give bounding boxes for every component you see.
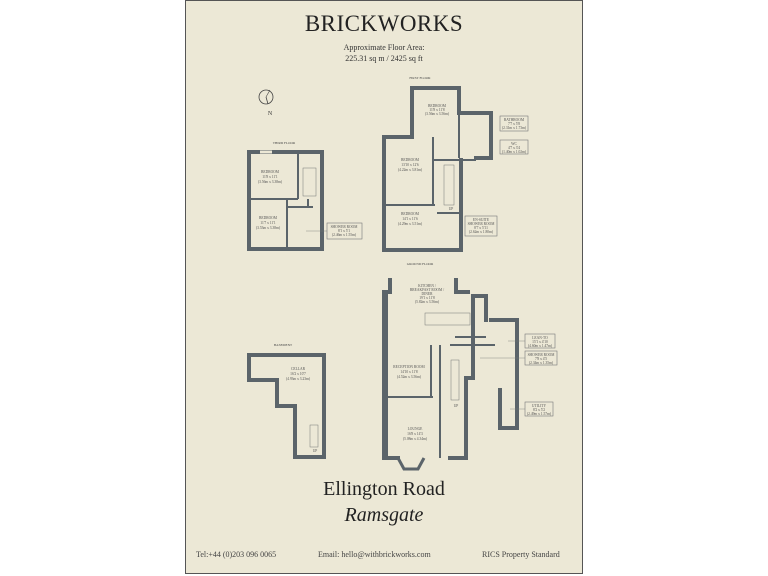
svg-text:BEDROOM: BEDROOM [401, 212, 420, 216]
svg-text:BEDROOM: BEDROOM [428, 104, 447, 108]
compass-icon: N [258, 89, 274, 117]
svg-text:BEDROOM: BEDROOM [401, 158, 420, 162]
svg-text:BASEMENT: BASEMENT [274, 343, 293, 347]
first-floor-plan: FIRST FLOOR BEDROOM 11'8 x 11'8 (3.56m x… [382, 76, 529, 252]
svg-text:11'8 x 11'8: 11'8 x 11'8 [429, 108, 445, 112]
svg-text:13'10 x 12'6: 13'10 x 12'6 [401, 163, 419, 167]
svg-text:(5.82m x 3.56m): (5.82m x 3.56m) [415, 300, 440, 304]
svg-text:N: N [268, 111, 273, 117]
svg-text:GROUND FLOOR: GROUND FLOOR [407, 262, 434, 266]
svg-text:UTILITY: UTILITY [532, 404, 547, 408]
svg-text:(3.53m x 3.38m): (3.53m x 3.38m) [256, 226, 281, 230]
svg-text:(2.31m x 1.73m): (2.31m x 1.73m) [502, 126, 527, 130]
svg-text:LEAN-TO: LEAN-TO [532, 336, 548, 340]
svg-text:SHOWER ROOM: SHOWER ROOM [468, 222, 496, 226]
svg-text:SHOWER ROOM: SHOWER ROOM [528, 353, 556, 357]
svg-text:14'10 x 11'8: 14'10 x 11'8 [400, 370, 418, 374]
svg-text:BATHROOM: BATHROOM [504, 118, 525, 122]
svg-text:BEDROOM: BEDROOM [259, 216, 278, 220]
ground-floor-plan: GROUND FLOOR KITCHEN / BREAKFAST ROOM / … [382, 262, 558, 471]
svg-text:SHOWER ROOM: SHOWER ROOM [331, 225, 359, 229]
svg-text:15'1 x 4'10: 15'1 x 4'10 [532, 340, 548, 344]
svg-text:(4.29m x 3.51m): (4.29m x 3.51m) [398, 222, 423, 226]
svg-text:EN-SUITE: EN-SUITE [473, 218, 490, 222]
svg-text:FIRST FLOOR: FIRST FLOOR [409, 76, 431, 80]
footer-telephone: Tel:+44 (0)203 096 0065 [196, 550, 277, 559]
third-floor-plan: THIRD FLOOR BEDROOM 11'8 x 11'1 (3.56m x… [247, 141, 363, 251]
svg-text:4'7 x 3'4: 4'7 x 3'4 [508, 146, 520, 150]
svg-text:RECEPTION ROOM: RECEPTION ROOM [393, 365, 425, 369]
svg-text:KITCHEN /: KITCHEN / [418, 284, 436, 288]
svg-text:8'2 x 5'2: 8'2 x 5'2 [533, 408, 545, 412]
basement-plan: BASEMENT CELLAR 16'2 x 10'7 (4.93m x 3.2… [247, 343, 326, 459]
svg-text:11'7 x 11'1: 11'7 x 11'1 [260, 221, 276, 225]
svg-text:19'1 x 11'8: 19'1 x 11'8 [419, 296, 435, 300]
svg-text:(4.22m x 3.81m): (4.22m x 3.81m) [398, 168, 423, 172]
svg-text:7'8 x 4'5: 7'8 x 4'5 [535, 357, 547, 361]
floor-plan-sheet: BRICKWORKS Approximate Floor Area: 225.3… [185, 0, 583, 574]
brand-title: BRICKWORKS [304, 11, 464, 36]
svg-text:BREAKFAST ROOM /: BREAKFAST ROOM / [410, 288, 444, 292]
footer-email: Email: hello@withbrickworks.com [318, 550, 431, 559]
svg-text:UP: UP [449, 207, 454, 211]
svg-text:8'1 x 5'1: 8'1 x 5'1 [338, 229, 350, 233]
svg-text:(2.46m x 1.55m): (2.46m x 1.55m) [332, 233, 357, 237]
svg-text:BEDROOM: BEDROOM [261, 170, 280, 174]
svg-text:DINER: DINER [422, 292, 434, 296]
address-street: Ellington Road [323, 478, 445, 500]
svg-text:LOUNGE: LOUNGE [408, 427, 424, 431]
svg-text:UP: UP [454, 404, 459, 408]
svg-text:(5.08m x 4.34m): (5.08m x 4.34m) [403, 437, 428, 441]
floor-area-value: 225.31 sq m / 2425 sq ft [345, 54, 423, 63]
svg-text:(3.56m x 3.56m): (3.56m x 3.56m) [425, 112, 450, 116]
svg-text:7'7 x 5'8: 7'7 x 5'8 [508, 122, 520, 126]
svg-text:(4.93m x 3.23m): (4.93m x 3.23m) [286, 377, 311, 381]
svg-text:(2.34m x 1.35m): (2.34m x 1.35m) [529, 361, 554, 365]
svg-text:(4.52m x 3.56m): (4.52m x 3.56m) [397, 375, 422, 379]
svg-text:16'8 x 14'3: 16'8 x 14'3 [407, 432, 423, 436]
address-town: Ramsgate [344, 504, 424, 526]
svg-text:8'7 x 5'11: 8'7 x 5'11 [474, 226, 488, 230]
footer-standard: RICS Property Standard [482, 550, 560, 559]
svg-text:(4.60m x 1.47m): (4.60m x 1.47m) [528, 344, 553, 348]
svg-text:11'8 x 11'1: 11'8 x 11'1 [262, 175, 278, 179]
svg-text:14'1 x 11'6: 14'1 x 11'6 [402, 217, 418, 221]
svg-text:WC: WC [511, 142, 517, 146]
svg-text:THIRD FLOOR: THIRD FLOOR [273, 141, 296, 145]
floor-area-label: Approximate Floor Area: [343, 43, 425, 52]
svg-text:(3.56m x 3.38m): (3.56m x 3.38m) [258, 180, 283, 184]
svg-text:16'2 x 10'7: 16'2 x 10'7 [290, 372, 306, 376]
svg-text:(2.49m x 1.57m): (2.49m x 1.57m) [527, 412, 552, 416]
svg-text:(1.40m x 1.02m): (1.40m x 1.02m) [502, 150, 527, 154]
svg-text:(2.62m x 1.80m): (2.62m x 1.80m) [469, 230, 494, 234]
svg-text:UP: UP [313, 449, 318, 453]
svg-text:CELLAR: CELLAR [291, 367, 306, 371]
